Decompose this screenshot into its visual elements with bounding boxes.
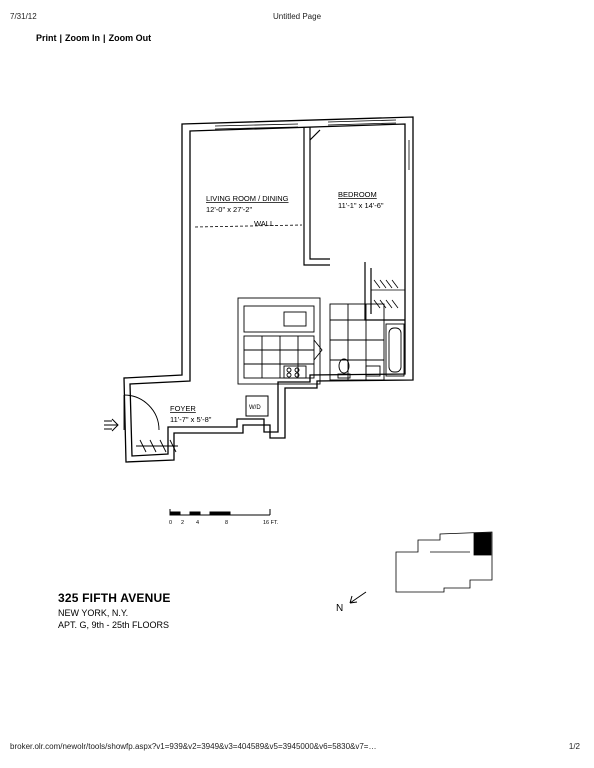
toolbar-separator: | [59, 33, 63, 43]
zoom-out-link[interactable]: Zoom Out [108, 33, 152, 43]
key-plan [395, 531, 493, 593]
windows [214, 119, 410, 170]
foyer-label: FOYER [170, 404, 196, 413]
entry-arrow-icon [104, 418, 119, 432]
scale-tick-label: 16 FT. [263, 520, 279, 526]
foyer-dims: 11'-7" x 5'-8" [170, 415, 212, 424]
address-unit: APT. G, 9th - 25th FLOORS [58, 620, 170, 630]
scale-bar: 0 2 4 8 16 FT. [169, 509, 279, 526]
north-arrow-icon: N [336, 591, 367, 614]
bathroom [329, 303, 405, 381]
toolbar: Print|Zoom In|Zoom Out [36, 33, 151, 43]
scale-tick-label: 4 [196, 520, 199, 526]
outer-walls [123, 116, 414, 463]
zoom-in-link[interactable]: Zoom In [65, 33, 101, 43]
kitchen [237, 297, 323, 385]
wd-label: W/D [249, 405, 261, 411]
living-room-dims: 12'-0" x 27'-2" [206, 205, 252, 214]
footer-page-number: 1/2 [568, 742, 580, 751]
footer-url: broker.olr.com/newolr/tools/showfp.aspx?… [10, 742, 377, 751]
print-link[interactable]: Print [36, 33, 57, 43]
bedroom-partition [303, 127, 405, 321]
bedroom-dims: 11'-1" x 14'-6" [338, 201, 384, 210]
living-room-label: LIVING ROOM / DINING [206, 194, 289, 203]
bedroom-label: BEDROOM [338, 190, 377, 199]
address-city: NEW YORK, N.Y. [58, 608, 129, 618]
wd-closet [245, 395, 269, 417]
north-label: N [336, 603, 343, 614]
toolbar-separator: | [103, 33, 106, 43]
wall-dashed-line [194, 224, 303, 228]
scale-tick-label: 8 [225, 520, 228, 526]
print-date: 7/31/12 [10, 12, 37, 21]
wall-label: WALL [254, 219, 274, 228]
scale-tick-label: 0 [169, 520, 172, 526]
foyer-door [123, 394, 178, 453]
page-title: Untitled Page [272, 12, 322, 21]
room-labels: LIVING ROOM / DINING 12'-0" x 27'-2" WAL… [170, 190, 384, 424]
scale-tick-label: 2 [181, 520, 184, 526]
address-street: 325 FIFTH AVENUE [58, 591, 171, 605]
